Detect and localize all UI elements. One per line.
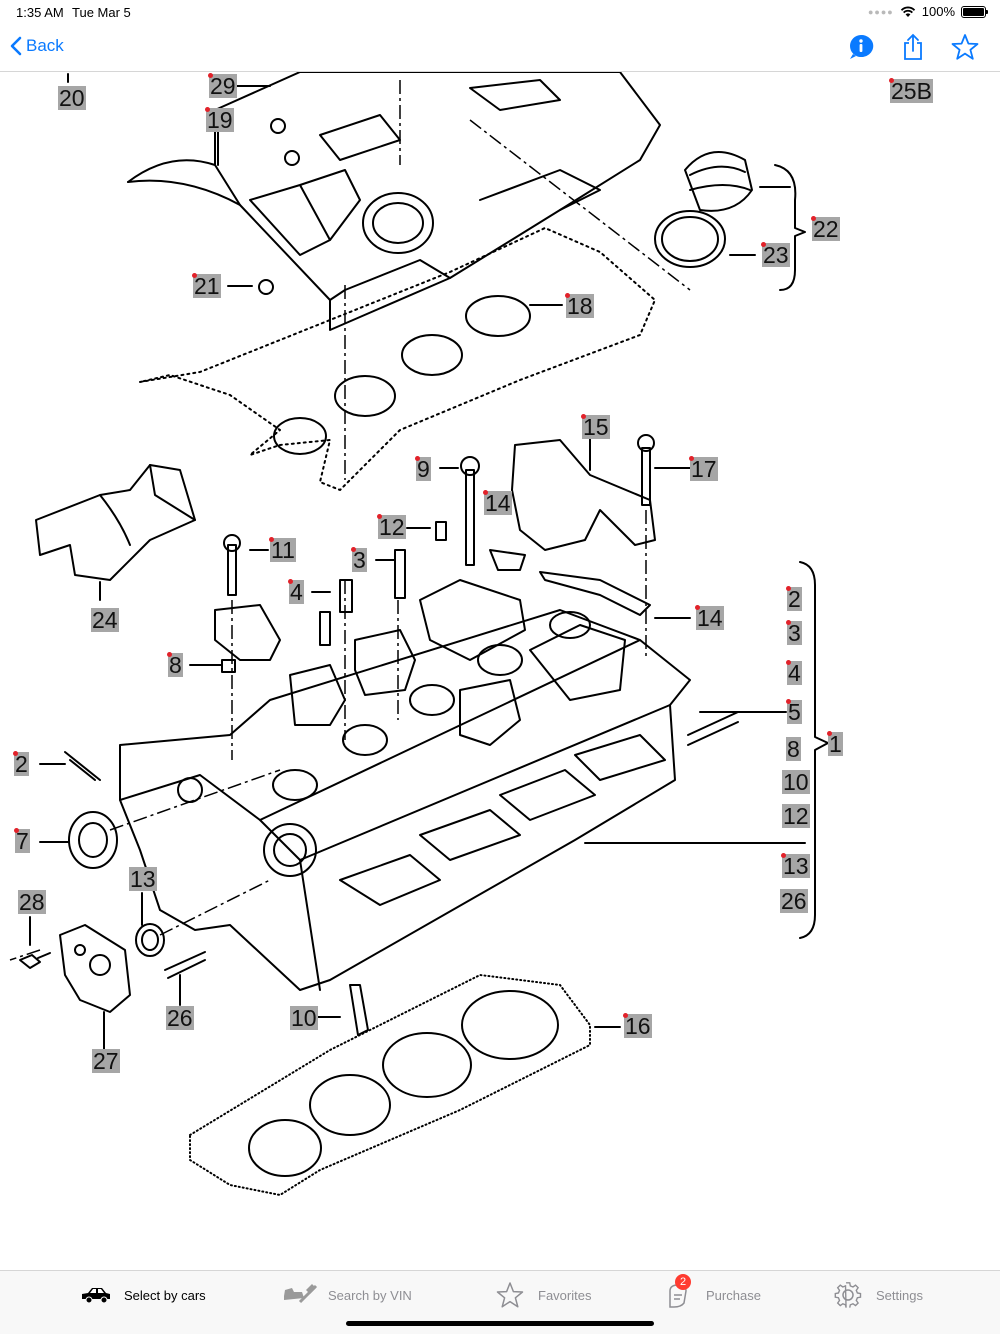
- star-icon: [492, 1280, 528, 1310]
- callout-12-top[interactable]: 12: [377, 514, 406, 540]
- callout-25b[interactable]: 25B: [889, 78, 933, 104]
- valve-cover-gasket: [139, 227, 656, 491]
- callout-13-list[interactable]: 13: [781, 853, 810, 879]
- battery-percent: 100%: [921, 4, 955, 19]
- wifi-icon: [900, 6, 915, 17]
- navigation-bar: Back: [0, 24, 1000, 72]
- favorite-button[interactable]: [950, 32, 980, 62]
- cylinder-head-exploded-view: [9, 72, 829, 1196]
- cylinder-head: [119, 609, 691, 991]
- battery-icon: [961, 5, 988, 18]
- share-button[interactable]: [898, 32, 928, 62]
- status-date: Tue Mar 5: [72, 5, 131, 20]
- signal-icon: ●●●●: [868, 6, 894, 17]
- callout-27[interactable]: 27: [92, 1048, 120, 1074]
- callout-16[interactable]: 16: [623, 1013, 652, 1039]
- oil-filler-cap: [684, 151, 753, 212]
- bearing-cap: [35, 464, 196, 581]
- chain-tensioner: [511, 439, 656, 551]
- home-indicator[interactable]: [346, 1321, 654, 1326]
- back-label: Back: [26, 36, 64, 55]
- vin-scanner-icon: [282, 1280, 318, 1310]
- callout-13-left[interactable]: 13: [129, 866, 157, 892]
- share-icon: [904, 33, 922, 60]
- callout-23[interactable]: 23: [761, 242, 790, 268]
- callout-4-list[interactable]: 4: [786, 660, 802, 686]
- callout-14-right[interactable]: 14: [695, 605, 724, 631]
- info-icon: [850, 34, 874, 59]
- callout-4-top[interactable]: 4: [288, 579, 304, 605]
- status-bar: 1:35 AM Tue Mar 5 ●●●● 100%: [0, 0, 1000, 24]
- tab-label: Select by cars: [124, 1287, 206, 1303]
- callout-8-left[interactable]: 8: [167, 652, 183, 678]
- car-icon: [78, 1280, 114, 1310]
- tab-label: Favorites: [538, 1287, 592, 1303]
- gear-icon: [830, 1280, 866, 1310]
- callout-22[interactable]: 22: [811, 216, 840, 242]
- parts-diagram[interactable]: 20 29 19 25B 21 22 23 18 15 9 17 14 12 3…: [0, 72, 1000, 1270]
- callout-7[interactable]: 7: [14, 828, 30, 854]
- valve-cover: [127, 72, 661, 331]
- callout-3-top[interactable]: 3: [351, 547, 367, 573]
- callout-10-list[interactable]: 10: [782, 769, 810, 795]
- callout-18[interactable]: 18: [565, 293, 594, 319]
- status-right: ●●●● 100%: [868, 4, 988, 19]
- callout-29[interactable]: 29: [208, 73, 237, 99]
- callout-17[interactable]: 17: [689, 456, 718, 482]
- tab-settings[interactable]: Settings: [830, 1280, 923, 1310]
- nav-actions: [846, 32, 980, 62]
- callout-26-list[interactable]: 26: [780, 888, 808, 914]
- callout-21[interactable]: 21: [192, 273, 221, 299]
- tab-label: Settings: [876, 1287, 923, 1303]
- callout-1[interactable]: 1: [827, 731, 843, 757]
- callout-3-list[interactable]: 3: [786, 620, 802, 646]
- callout-28[interactable]: 28: [18, 889, 46, 915]
- tab-label: Purchase: [706, 1287, 761, 1303]
- callout-20[interactable]: 20: [58, 85, 86, 111]
- callout-2-left[interactable]: 2: [13, 751, 29, 777]
- callout-8-list[interactable]: 8: [786, 736, 801, 762]
- camshaft-seal: [68, 811, 118, 869]
- purchase-badge: 2: [675, 1274, 691, 1290]
- chevron-left-icon: [10, 36, 22, 56]
- callout-2-list[interactable]: 2: [786, 586, 802, 612]
- callout-19[interactable]: 19: [205, 107, 234, 133]
- back-button[interactable]: Back: [10, 36, 64, 56]
- head-gasket: [189, 974, 591, 1196]
- callout-15[interactable]: 15: [581, 414, 610, 440]
- purchase-icon: 2: [660, 1274, 696, 1310]
- sensor-housing: [59, 924, 131, 1013]
- tab-label: Search by VIN: [328, 1287, 412, 1303]
- callout-10-bottom[interactable]: 10: [290, 1005, 318, 1031]
- tab-purchase[interactable]: 2 Purchase: [660, 1274, 761, 1310]
- star-outline-icon: [951, 34, 979, 60]
- status-time: 1:35 AM: [16, 5, 64, 20]
- callout-9[interactable]: 9: [415, 456, 431, 482]
- tab-search-by-vin[interactable]: Search by VIN: [282, 1280, 412, 1310]
- callout-11[interactable]: 11: [269, 537, 296, 563]
- info-button[interactable]: [846, 32, 876, 62]
- callout-5-list[interactable]: 5: [786, 699, 802, 725]
- tab-select-by-cars[interactable]: Select by cars: [78, 1280, 206, 1310]
- tab-favorites[interactable]: Favorites: [492, 1280, 591, 1310]
- callout-12-list[interactable]: 12: [782, 803, 810, 829]
- callout-24[interactable]: 24: [91, 607, 119, 633]
- callout-14-top[interactable]: 14: [483, 490, 512, 516]
- callout-26-bottom[interactable]: 26: [166, 1005, 194, 1031]
- filler-seal: [654, 210, 726, 268]
